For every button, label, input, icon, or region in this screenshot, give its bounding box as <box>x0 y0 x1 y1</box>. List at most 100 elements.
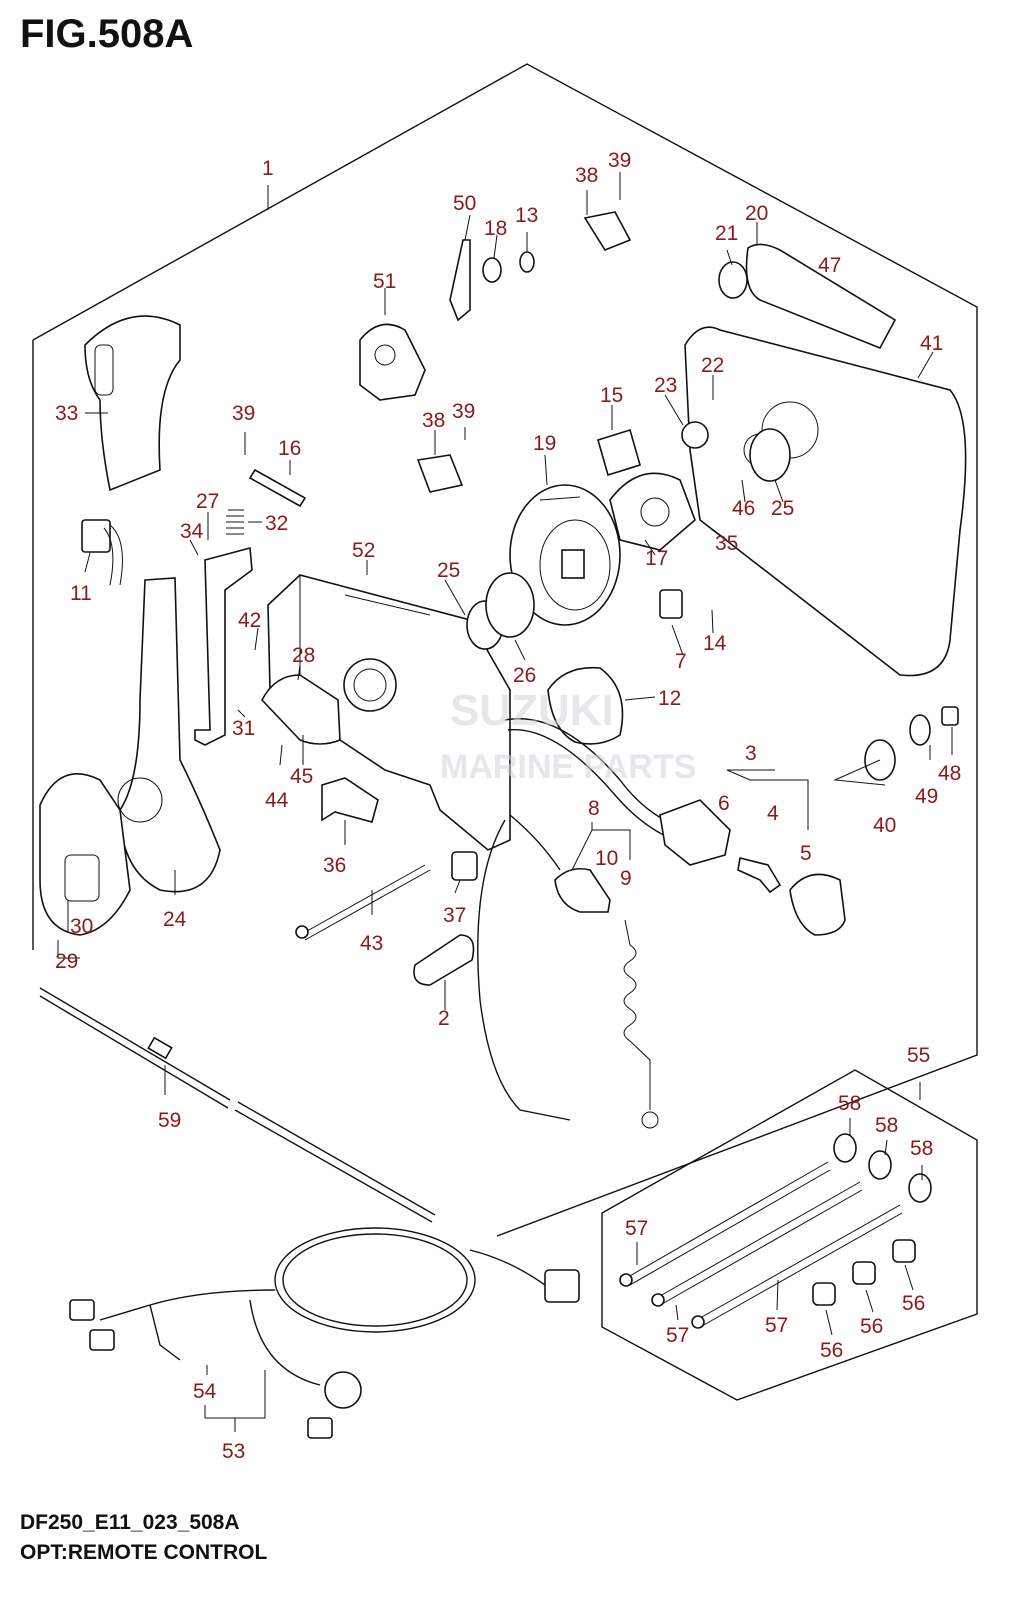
callout-51: 51 <box>373 270 396 293</box>
key-switch-6 <box>659 799 731 866</box>
ring-26 <box>485 572 535 638</box>
callout-25: 25 <box>437 559 460 582</box>
assembly-outline <box>32 63 978 1237</box>
lever-50 <box>449 239 471 322</box>
callout-55: 55 <box>907 1044 930 1067</box>
callout-29: 29 <box>55 950 78 973</box>
callout-37: 37 <box>443 904 466 927</box>
callout-35: 35 <box>715 532 738 555</box>
callout-36: 36 <box>323 854 346 877</box>
clip-36 <box>321 777 379 823</box>
washer-49 <box>909 714 931 746</box>
callout-4: 4 <box>767 802 779 825</box>
side-plate <box>684 326 967 677</box>
callout-14: 14 <box>703 632 727 655</box>
callout-10: 10 <box>595 847 618 870</box>
lanyard-coil <box>623 919 651 1110</box>
callout-56: 56 <box>820 1339 843 1362</box>
callout-20: 20 <box>745 202 768 225</box>
lanyard-switch <box>554 867 611 913</box>
watermark-line1: SUZUKI <box>450 686 614 735</box>
collar-23 <box>681 421 709 449</box>
callout-38b: 38 <box>422 409 445 432</box>
callout-17: 17 <box>645 547 668 570</box>
callout-19: 19 <box>533 432 556 455</box>
control-lever <box>119 577 221 893</box>
callout-30: 30 <box>70 915 93 938</box>
callout-49: 49 <box>915 785 938 808</box>
callout-16: 16 <box>278 437 301 460</box>
callout-11: 11 <box>70 582 92 605</box>
bracket-38-top <box>583 211 632 251</box>
leader-lines <box>57 172 953 1432</box>
bracket-27 <box>194 546 253 746</box>
callout-labels: 1 2 3 4 5 6 7 8 9 10 11 12 13 14 15 16 1… <box>55 149 961 1463</box>
callout-13: 13 <box>515 204 538 227</box>
callout-23: 23 <box>654 374 677 397</box>
figure-caption: OPT:REMOTE CONTROL <box>20 1541 268 1564</box>
callout-39: 39 <box>608 149 631 172</box>
key-4 <box>737 857 782 894</box>
callout-41: 41 <box>920 332 943 355</box>
callout-25b: 25 <box>771 497 794 520</box>
callout-58b: 58 <box>875 1114 898 1137</box>
callout-9: 9 <box>620 867 632 890</box>
callout-6: 6 <box>718 792 730 815</box>
gear-19 <box>509 484 621 626</box>
callout-46: 46 <box>732 497 755 520</box>
handle-grip <box>84 315 181 492</box>
watermark-line2: MARINE PARTS <box>440 748 696 786</box>
callout-40: 40 <box>873 814 896 837</box>
figure-title: FIG.508A <box>20 12 194 56</box>
callout-21: 21 <box>715 222 738 245</box>
callout-26: 26 <box>513 664 536 687</box>
callout-45: 45 <box>290 765 313 788</box>
callout-32: 32 <box>265 512 288 535</box>
callout-38: 38 <box>575 164 598 187</box>
callout-44: 44 <box>265 789 289 812</box>
callout-28: 28 <box>292 644 315 667</box>
callout-48: 48 <box>938 762 961 785</box>
cam-17 <box>609 472 696 551</box>
callout-53: 53 <box>222 1440 245 1463</box>
switch-7 <box>659 589 683 619</box>
callout-24: 24 <box>163 908 187 931</box>
callout-42: 42 <box>238 609 261 632</box>
bracket-38-mid <box>416 454 464 493</box>
callout-47: 47 <box>818 254 841 277</box>
bushing-21 <box>718 261 748 299</box>
callout-39c: 39 <box>452 400 475 423</box>
figure-code: DF250_E11_023_508A <box>20 1511 240 1534</box>
callout-56c: 56 <box>902 1292 925 1315</box>
switch-11 <box>81 519 111 553</box>
callout-8: 8 <box>588 797 600 820</box>
kit-outline <box>601 1069 978 1401</box>
callout-27: 27 <box>196 490 219 513</box>
callout-58c: 58 <box>910 1137 933 1160</box>
callout-54: 54 <box>193 1380 217 1403</box>
lever-base <box>39 773 131 936</box>
callout-57b: 57 <box>666 1324 689 1347</box>
callout-7: 7 <box>675 650 687 673</box>
callout-56b: 56 <box>860 1315 883 1338</box>
washer-13 <box>519 251 535 273</box>
callout-22: 22 <box>701 354 724 377</box>
bolt-43 <box>299 864 431 941</box>
cap-37 <box>451 851 478 881</box>
callout-33: 33 <box>55 402 78 425</box>
kit-bolts <box>619 1133 932 1329</box>
cam-28 <box>261 674 341 745</box>
control-box <box>267 574 511 851</box>
callout-59: 59 <box>158 1109 181 1132</box>
washer-18 <box>482 257 502 283</box>
pin-16 <box>248 468 307 508</box>
callout-57c: 57 <box>765 1314 788 1337</box>
callout-12: 12 <box>658 687 681 710</box>
callout-5: 5 <box>800 842 812 865</box>
callout-2: 2 <box>438 1007 450 1030</box>
callout-57: 57 <box>625 1217 648 1240</box>
callout-52: 52 <box>352 539 375 562</box>
callout-31: 31 <box>232 717 255 740</box>
cap-5 <box>789 873 846 936</box>
